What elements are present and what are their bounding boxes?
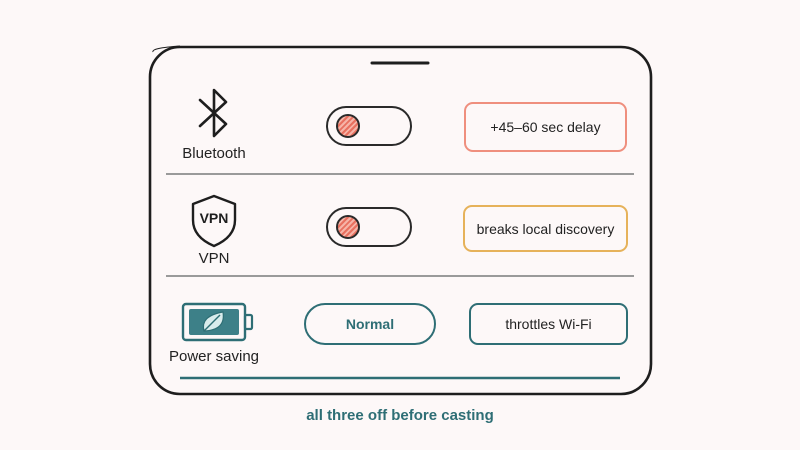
power-saving-note: throttles Wi-Fi	[469, 303, 628, 345]
vpn-label: VPN	[198, 250, 230, 267]
power-saving-label: Power saving	[168, 348, 260, 365]
vpn-shield-icon: VPN	[191, 194, 237, 248]
power-mode-selector[interactable]: Normal	[304, 303, 436, 345]
vpn-toggle-knob	[336, 215, 360, 239]
bluetooth-toggle-knob	[336, 114, 360, 138]
bluetooth-toggle[interactable]	[326, 106, 412, 146]
vpn-toggle[interactable]	[326, 207, 412, 247]
leaf-battery-icon	[181, 302, 254, 342]
bluetooth-icon	[198, 88, 228, 138]
vpn-shield-text: VPN	[200, 210, 229, 226]
caption: all three off before casting	[306, 407, 494, 424]
bluetooth-label: Bluetooth	[182, 145, 246, 162]
bluetooth-note: +45–60 sec delay	[464, 102, 627, 152]
vpn-note: breaks local discovery	[463, 205, 628, 252]
